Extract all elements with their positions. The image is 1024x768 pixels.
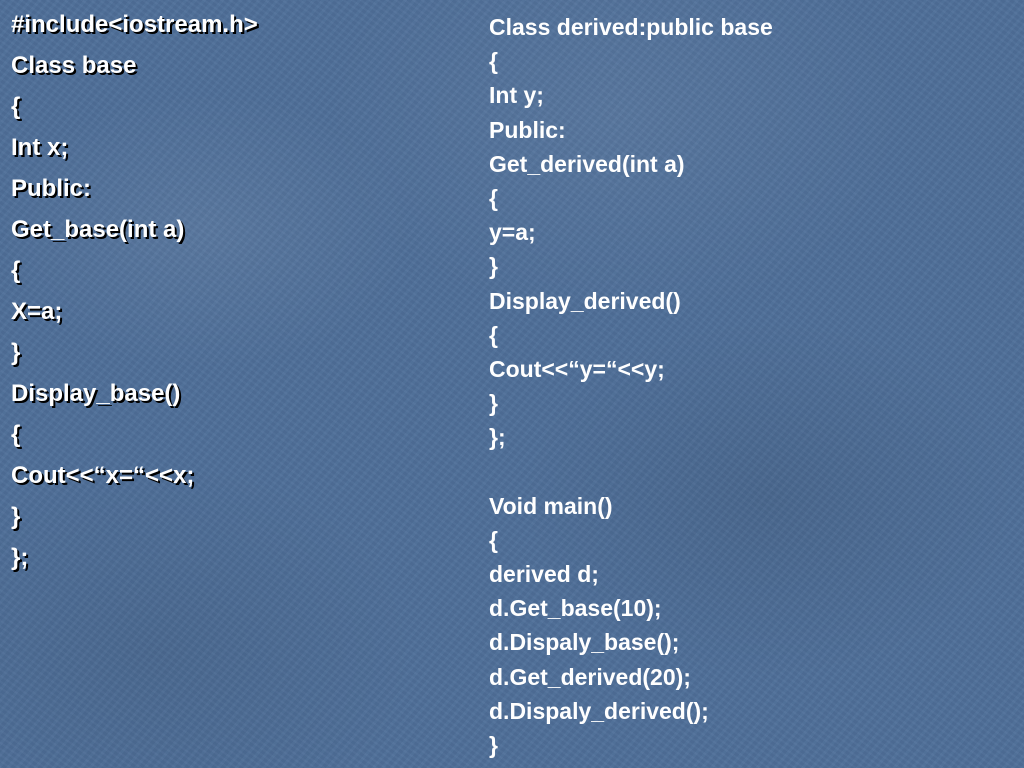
right-code-line: { <box>489 526 498 553</box>
right-code-line: d.Get_base(10); <box>489 595 662 622</box>
right-code-line: { <box>489 48 498 75</box>
right-code-line: d.Dispaly_base(); <box>489 629 680 656</box>
right-code-line: Get_derived(int a) <box>489 150 685 177</box>
right-code-line: d.Get_derived(20); <box>489 663 691 690</box>
right-code-blank-line <box>489 454 1009 488</box>
left-code-line: Display_base() <box>11 380 181 407</box>
right-code-line: Display_derived() <box>489 287 681 314</box>
left-code-line: Class base <box>11 52 137 79</box>
left-code-column: #include<iostream.h> Class base { Int x;… <box>11 4 451 578</box>
left-code-line: { <box>11 421 21 448</box>
left-code-line: Cout<<“x=“<<x; <box>11 462 195 489</box>
right-code-line: } <box>489 731 498 758</box>
right-code-column: Class derived:public base { Int y; Publi… <box>489 10 1009 762</box>
right-code-line: y=a; <box>489 219 536 246</box>
right-code-line: Public: <box>489 116 566 143</box>
right-code-line: } <box>489 390 498 417</box>
left-code-line: Int x; <box>11 134 69 161</box>
right-code-line: } <box>489 253 498 280</box>
right-code-line: }; <box>489 424 506 451</box>
left-code-line: }; <box>11 544 29 571</box>
left-code-line: { <box>11 93 21 120</box>
left-code-line: } <box>11 339 21 366</box>
right-code-line: Class derived:public base <box>489 14 773 40</box>
left-code-line: #include<iostream.h> <box>11 11 258 38</box>
right-code-line: Void main() <box>489 492 613 519</box>
right-code-line: d.Dispaly_derived(); <box>489 697 709 724</box>
left-code-line: X=a; <box>11 298 63 325</box>
left-code-line: Public: <box>11 175 92 202</box>
left-code-line: Get_base(int a) <box>11 216 185 243</box>
right-code-line: derived d; <box>489 561 599 587</box>
right-code-line: { <box>489 184 498 211</box>
right-code-line: Int y; <box>489 82 544 109</box>
right-code-line: { <box>489 321 498 348</box>
right-code-line: Cout<<“y=“<<y; <box>489 355 665 382</box>
left-code-line: } <box>11 503 21 530</box>
left-code-line: { <box>11 257 21 284</box>
